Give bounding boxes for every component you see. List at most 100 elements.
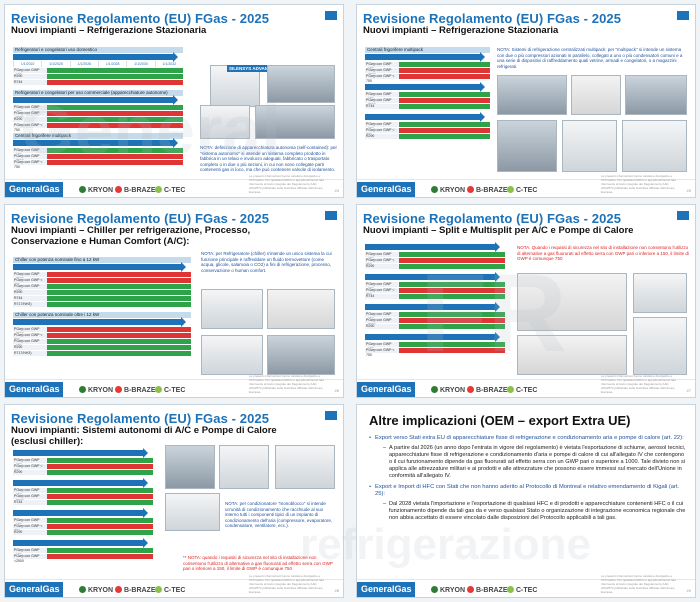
slide-footer: GeneralGas KRYON B-BRAZE C-TEC Le presen…	[5, 174, 343, 197]
row-label: PGwp con GWP <150	[13, 284, 47, 293]
ctec-icon	[155, 586, 162, 593]
page-number: 27	[686, 388, 691, 393]
status-bar	[47, 154, 183, 159]
slide-5[interactable]: Revisione Regolamento (EU) FGas - 2025 N…	[4, 404, 344, 598]
row-label: PGwp con GWP <150	[365, 92, 399, 101]
status-bar	[47, 500, 153, 505]
slide-3[interactable]: Revisione Regolamento (EU) FGas - 2025 N…	[4, 204, 344, 398]
brand-label: C-TEC	[164, 587, 186, 594]
brand-label: KRYON	[88, 187, 114, 194]
slide-6[interactable]: Altre implicazioni (OEM – export Extra U…	[356, 404, 696, 598]
gwp-table: Chiller con potenza nominale fino a 12 k…	[13, 257, 191, 356]
brand-label: KRYON	[440, 187, 466, 194]
table-row: PGwp con GWP <150	[13, 517, 153, 527]
status-bar	[399, 134, 490, 139]
gwp-table: PGwp con GWP <150 PGwp con GWP < 750 R29…	[365, 242, 505, 357]
brand-label: B-BRAZE	[124, 187, 156, 194]
row-label: R744	[365, 104, 399, 109]
table-row: PGwp con GWP <150	[13, 338, 191, 348]
status-bar	[47, 290, 191, 295]
bbraze-icon	[115, 386, 122, 393]
timeline-arrow	[13, 317, 186, 327]
table-row: PGwp con GWP <150	[365, 341, 505, 351]
timeline-arrow	[365, 332, 500, 342]
row-label: R744	[365, 294, 399, 299]
slide-1[interactable]: Revisione Regolamento (EU) FGas - 2025 N…	[4, 4, 344, 198]
table-row: PGwp con GWP <2500	[13, 110, 183, 120]
kryon-icon	[431, 186, 438, 193]
brand-label: C-TEC	[164, 387, 186, 394]
status-bar	[47, 148, 183, 153]
row-label: R744	[13, 500, 47, 505]
row-label: PGwp con GWP <2500	[13, 494, 47, 503]
kryon-icon	[79, 586, 86, 593]
outdoor-unit-image	[633, 317, 687, 375]
row-label: PGwp con GWP <150	[13, 339, 47, 348]
brand-bbraze: B-BRAZE	[115, 186, 156, 194]
generalgas-logo: GeneralGas	[5, 582, 63, 597]
timeline-arrow	[365, 82, 485, 92]
definition-note: NOTA: definizione di apparecchiatura aut…	[200, 145, 337, 172]
table-row: PGwp con GWP <150	[13, 457, 153, 467]
table-row: PGwp con GWP <2500	[13, 153, 183, 163]
portable-ac-image	[165, 493, 220, 531]
sub-bullet-import: Dal 2028 vietata l'importazione e l'espo…	[383, 501, 687, 522]
year-label: 1/1/2030	[126, 61, 154, 67]
chiller-image	[201, 289, 263, 329]
condenser-image	[622, 120, 687, 172]
status-bar	[47, 160, 183, 165]
slide-marker	[325, 211, 337, 220]
status-bar	[47, 494, 153, 499]
slide-subtitle: Nuovi impianti – Chiller per refrigerazi…	[11, 225, 251, 247]
brand-ctec: C-TEC	[507, 586, 537, 594]
timeline-arrow	[13, 138, 178, 148]
row-label: R744	[13, 296, 47, 301]
row-label: R290	[365, 324, 399, 329]
row-label: PGwp con GWP <150	[365, 122, 399, 131]
bbraze-icon	[467, 386, 474, 393]
brand-label: KRYON	[440, 387, 466, 394]
row-label: R290	[13, 290, 47, 295]
row-label: PGwp con GWP <150	[13, 148, 47, 157]
row-label: R290	[13, 530, 47, 535]
gwp-table: PGwp con GWP <150 PGwp con GWP < 750 R29…	[13, 448, 153, 563]
page-number: 29	[686, 588, 691, 593]
table-row: PGwp con GWP <150	[13, 487, 153, 497]
row-label: R290	[13, 345, 47, 350]
sub-bullet-export: A partire dal 2026 (un anno dopo l'entra…	[383, 445, 687, 480]
page-number: 25	[686, 188, 691, 193]
brand-ctec: C-TEC	[507, 386, 537, 394]
plant-diagram-image	[571, 75, 621, 115]
slide-marker	[325, 11, 337, 20]
table-row: PGwp con GWP < 750	[13, 277, 191, 287]
table-row: PGwp con GWP <150	[13, 547, 153, 557]
table-row: PGwp con GWP < 750	[13, 159, 183, 169]
slide-2[interactable]: Revisione Regolamento (EU) FGas - 2025 N…	[356, 4, 696, 198]
status-bar	[399, 128, 490, 133]
slide-4[interactable]: Revisione Regolamento (EU) FGas - 2025 N…	[356, 204, 696, 398]
table-row: R744	[365, 103, 490, 109]
table-row: PGwp con GWP < 750	[13, 463, 153, 473]
status-bar	[47, 351, 191, 356]
table-row: R744	[13, 79, 183, 85]
slide-footer: GeneralGas KRYON B-BRAZE C-TEC Le presen…	[357, 374, 695, 397]
bbraze-icon	[115, 186, 122, 193]
status-bar	[47, 470, 153, 475]
generalgas-logo: GeneralGas	[357, 382, 415, 397]
ctec-icon	[155, 386, 162, 393]
status-bar	[399, 318, 505, 323]
year-label: 1/1/2025	[41, 61, 69, 67]
row-label: PGwp con GWP <2500	[13, 111, 47, 120]
slide-footer: GeneralGas KRYON B-BRAZE C-TEC Le presen…	[357, 174, 695, 197]
product-badge: SILENSYS ADVANCED	[227, 65, 280, 72]
table-row: R290	[365, 133, 490, 139]
table-row: R290	[13, 289, 191, 295]
status-bar	[399, 104, 490, 109]
table-row: R744	[13, 499, 153, 505]
status-bar	[47, 333, 191, 338]
table-header: Centrali frigorifere multipack	[365, 47, 490, 53]
table-row: PGwp con GWP <2500	[13, 271, 191, 281]
row-label: R717/NH3)	[13, 302, 47, 307]
slide-subtitle: Nuovi impianti – Refrigerazione Staziona…	[363, 25, 559, 36]
table-header: Centrali frigorifere multipack	[13, 133, 183, 139]
